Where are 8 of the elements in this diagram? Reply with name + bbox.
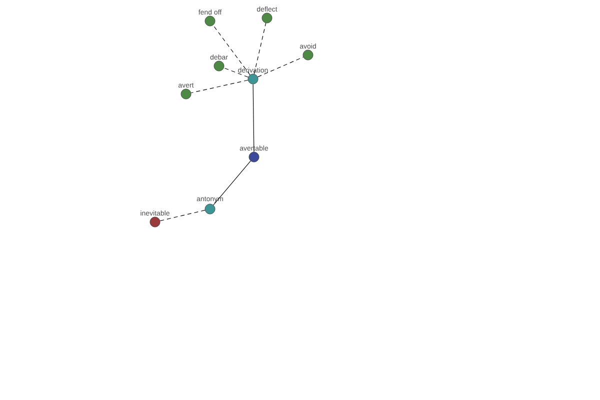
- connector-line: [160, 210, 206, 222]
- connector-line: [257, 56, 304, 78]
- connector-line: [213, 160, 251, 206]
- connector-line: [190, 80, 248, 94]
- connector-line: [252, 84, 254, 152]
- connector-line: [212, 24, 250, 76]
- connector-line: [224, 68, 248, 78]
- connector-line: [254, 22, 266, 74]
